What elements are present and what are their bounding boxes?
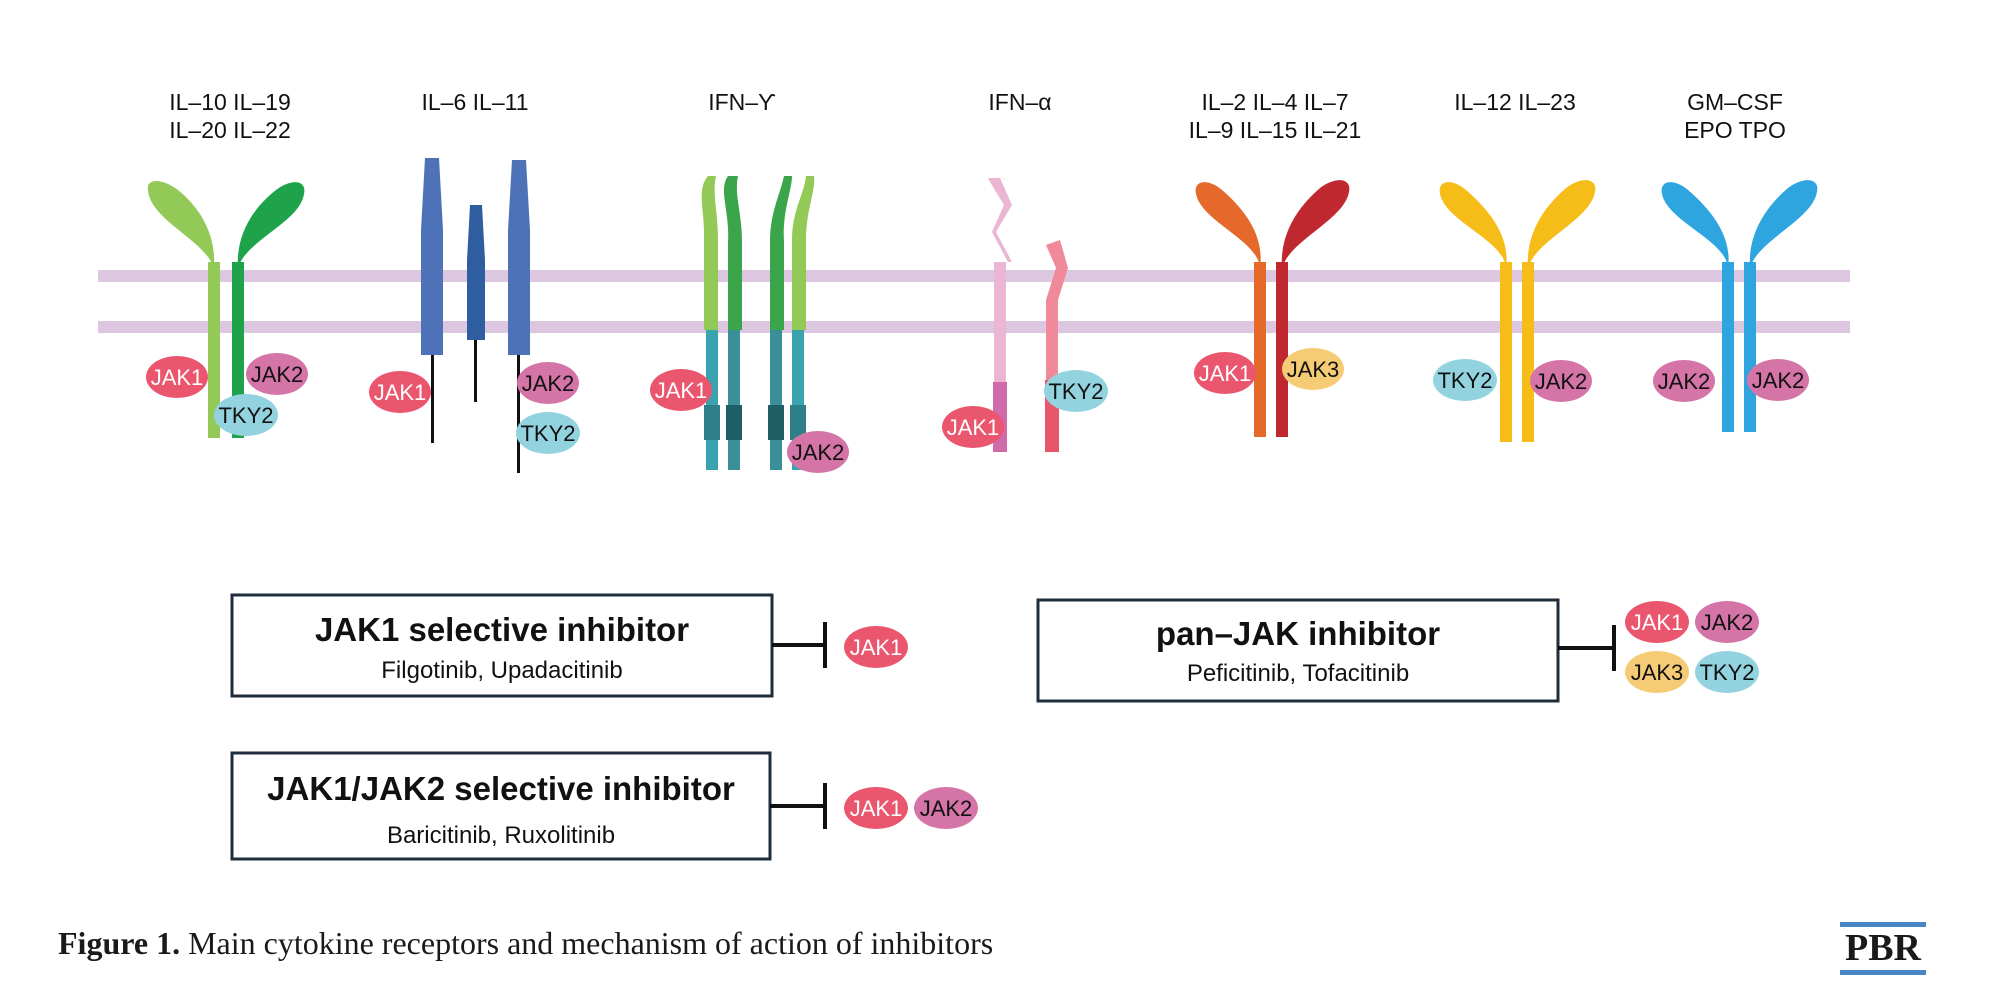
kinase-jak1-label: JAK1: [1199, 361, 1252, 386]
kinase-tky2-label: TKY2: [520, 421, 575, 446]
inhibitor-title: JAK1 selective inhibitor: [315, 611, 689, 648]
inhibitor-box: [1036, 598, 1560, 703]
figure-caption-label: Figure 1.: [58, 925, 181, 961]
kinase-jak3-label: JAK3: [1287, 357, 1340, 382]
inhibitor-drugs: Baricitinib, Ruxolitinib: [387, 822, 615, 849]
kinase-jak1: [942, 406, 1004, 448]
kinase-jak1: [844, 626, 908, 668]
kinase-jak2: [1653, 360, 1715, 402]
kinase-jak2: [1747, 359, 1809, 401]
receptor-labels: IL–10 IL–19 IL–20 IL–22 IL–6 IL–11 IFN–ϒ…: [169, 89, 1786, 143]
kinase-jak2: [246, 353, 308, 395]
kinase-jak2-label: JAK2: [522, 371, 575, 396]
inhibitor-pan-jak: pan–JAK inhibitor Peficitinib, Tofacitin…: [1036, 598, 1759, 703]
receptor-il10: [147, 181, 305, 438]
inhibitor-drugs: Filgotinib, Upadacitinib: [381, 657, 622, 684]
logo-bottom-bar: [1840, 970, 1926, 975]
kinase-jak1-label: JAK1: [655, 378, 708, 403]
kinase-tky2: [1433, 359, 1497, 401]
kinase-jak1-label: JAK1: [850, 796, 903, 821]
kinase-jak1: [1625, 601, 1689, 643]
kinase-jak1: [146, 356, 208, 398]
label-gmcsf-line2: EPO TPO: [1684, 117, 1786, 143]
inhibitor-title: pan–JAK inhibitor: [1156, 615, 1440, 652]
kinase-tky2: [1695, 651, 1759, 693]
label-il10-line1: IL–10 IL–19: [169, 89, 291, 115]
kinase-jak2-label: JAK2: [1752, 368, 1805, 393]
figure-caption-text: Main cytokine receptors and mechanism of…: [180, 925, 994, 961]
kinase-jak2: [914, 787, 978, 829]
inhibitor-box: [230, 751, 772, 861]
receptor-il2: [1195, 180, 1350, 437]
kinase-jak2-label: JAK2: [1658, 369, 1711, 394]
kinase-jak2-label: JAK2: [792, 440, 845, 465]
receptor-il12: [1439, 180, 1596, 442]
kinase-jak1-label: JAK1: [850, 635, 903, 660]
kinase-tky2: [214, 394, 278, 436]
kinase-tky2-label: TKY2: [1048, 379, 1103, 404]
label-il2-line2: IL–9 IL–15 IL–21: [1189, 117, 1362, 143]
label-il6: IL–6 IL–11: [421, 89, 528, 115]
figure-caption: Figure 1. Main cytokine receptors and me…: [58, 925, 993, 962]
kinase-jak2-label: JAK2: [251, 362, 304, 387]
label-il12: IL–12 IL–23: [1454, 89, 1576, 115]
inhibitor-box: [230, 593, 774, 698]
kinase-jak2-label: JAK2: [1701, 610, 1754, 635]
logo-top-bar: [1840, 922, 1926, 927]
kinase-jak1: [844, 787, 908, 829]
kinase-jak3: [1282, 348, 1344, 390]
receptor-gmcsf: [1661, 180, 1818, 432]
kinase-jak1: [650, 369, 712, 411]
kinase-jak1: [1194, 352, 1256, 394]
logo-text: PBR: [1845, 927, 1921, 969]
cell-membrane: [98, 270, 1850, 333]
inhibitor-jak1-selective: JAK1 selective inhibitor Filgotinib, Upa…: [230, 593, 908, 698]
label-il2-line1: IL–2 IL–4 IL–7: [1201, 89, 1348, 115]
inhibitor-drugs: Peficitinib, Tofacitinib: [1187, 660, 1409, 687]
kinase-tky2-label: TKY2: [1699, 660, 1754, 685]
label-ifn-gamma: IFN–ϒ: [708, 89, 776, 115]
kinase-jak2: [787, 431, 849, 473]
pbr-logo: PBR: [1840, 922, 1926, 975]
kinase-tky2-label: TKY2: [218, 403, 273, 428]
receptor-ifn-alpha: [988, 176, 1068, 452]
kinase-tky2: [516, 412, 580, 454]
kinase-tky2-label: TKY2: [1437, 368, 1492, 393]
kinase-jak2: [1530, 360, 1592, 402]
receptor-kinases: JAK1 JAK2 TKY2 JAK1 JAK2 TKY2 JAK1 JAK2 …: [146, 348, 1809, 473]
label-il10-line2: IL–20 IL–22: [169, 117, 291, 143]
kinase-jak2-label: JAK2: [1535, 369, 1588, 394]
receptor-il6: [421, 158, 530, 473]
inhibitor-title: JAK1/JAK2 selective inhibitor: [267, 770, 735, 807]
kinase-jak1-label: JAK1: [374, 380, 427, 405]
kinase-jak2: [517, 362, 579, 404]
kinase-jak3-label: JAK3: [1631, 660, 1684, 685]
inhibitor-jak1-jak2-selective: JAK1/JAK2 selective inhibitor Baricitini…: [230, 751, 978, 861]
kinase-jak2-label: JAK2: [920, 796, 973, 821]
kinase-tky2: [1044, 370, 1108, 412]
kinase-jak1-label: JAK1: [1631, 610, 1684, 635]
kinase-jak2: [1695, 601, 1759, 643]
kinase-jak1-label: JAK1: [151, 365, 204, 390]
kinase-jak1-label: JAK1: [947, 415, 1000, 440]
label-ifn-alpha: IFN–α: [988, 89, 1051, 115]
receptor-ifn-gamma: [701, 176, 815, 470]
kinase-jak3: [1625, 651, 1689, 693]
kinase-jak1: [369, 371, 431, 413]
label-gmcsf-line1: GM–CSF: [1687, 89, 1783, 115]
